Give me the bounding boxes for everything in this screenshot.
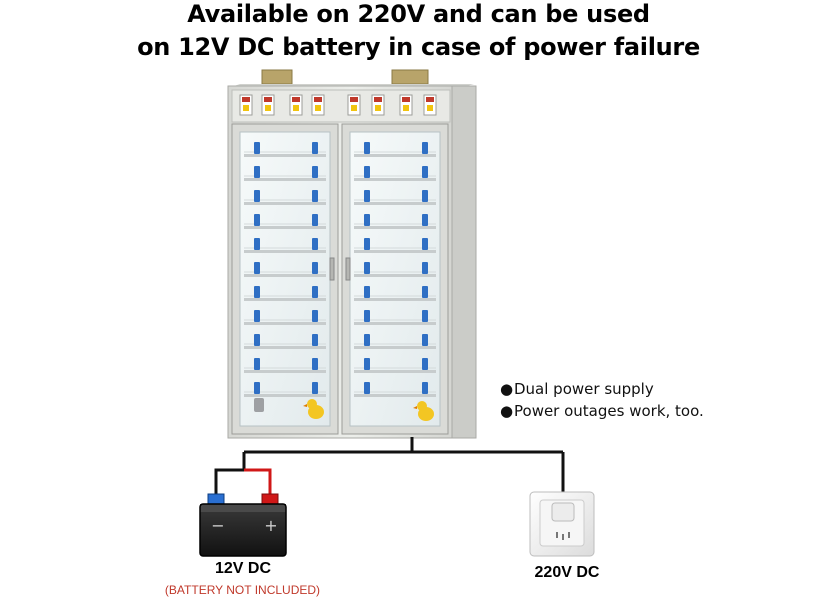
battery-plus-symbol: +: [264, 516, 277, 535]
socket-label: 220V DC: [534, 564, 600, 581]
thermostat-icon: [261, 94, 275, 116]
thermostat-icon: [399, 94, 413, 116]
incubator-cabinet: [227, 69, 477, 439]
heading-line-2: on 12V DC battery in case of power failu…: [137, 33, 700, 61]
thermostat-icon: [311, 94, 325, 116]
battery-label: 12V DC: [214, 560, 272, 577]
chick-icon: [413, 401, 434, 421]
wall-socket-icon: [529, 491, 595, 557]
feature-item-text: Dual power supply: [514, 380, 654, 398]
door-handle-right: [345, 257, 351, 281]
feature-item: ●Dual power supply: [500, 380, 654, 398]
battery-minus-symbol: −: [211, 516, 224, 535]
egg-trays: [244, 142, 436, 397]
heater-box-right: [391, 69, 429, 85]
door-handle-left: [329, 257, 335, 281]
feature-item: ●Power outages work, too.: [500, 402, 704, 420]
feature-item-text: Power outages work, too.: [514, 402, 704, 420]
feature-list: ●Dual power supply ●Power outages work, …: [500, 378, 704, 422]
chick-icon: [303, 399, 324, 419]
thermostat-icon: [423, 94, 437, 116]
heater-box-left: [261, 69, 293, 85]
thermostat-icon: [371, 94, 385, 116]
thermostat-icon: [289, 94, 303, 116]
thermostat-icon: [239, 94, 253, 116]
thermostat-panel: [239, 94, 437, 116]
thermostat-icon: [347, 94, 361, 116]
battery-note: (BATTERY NOT INCLUDED): [164, 583, 321, 597]
car-battery-icon: − +: [199, 493, 287, 557]
heading-line-1: Available on 220V and can be used: [187, 0, 650, 28]
